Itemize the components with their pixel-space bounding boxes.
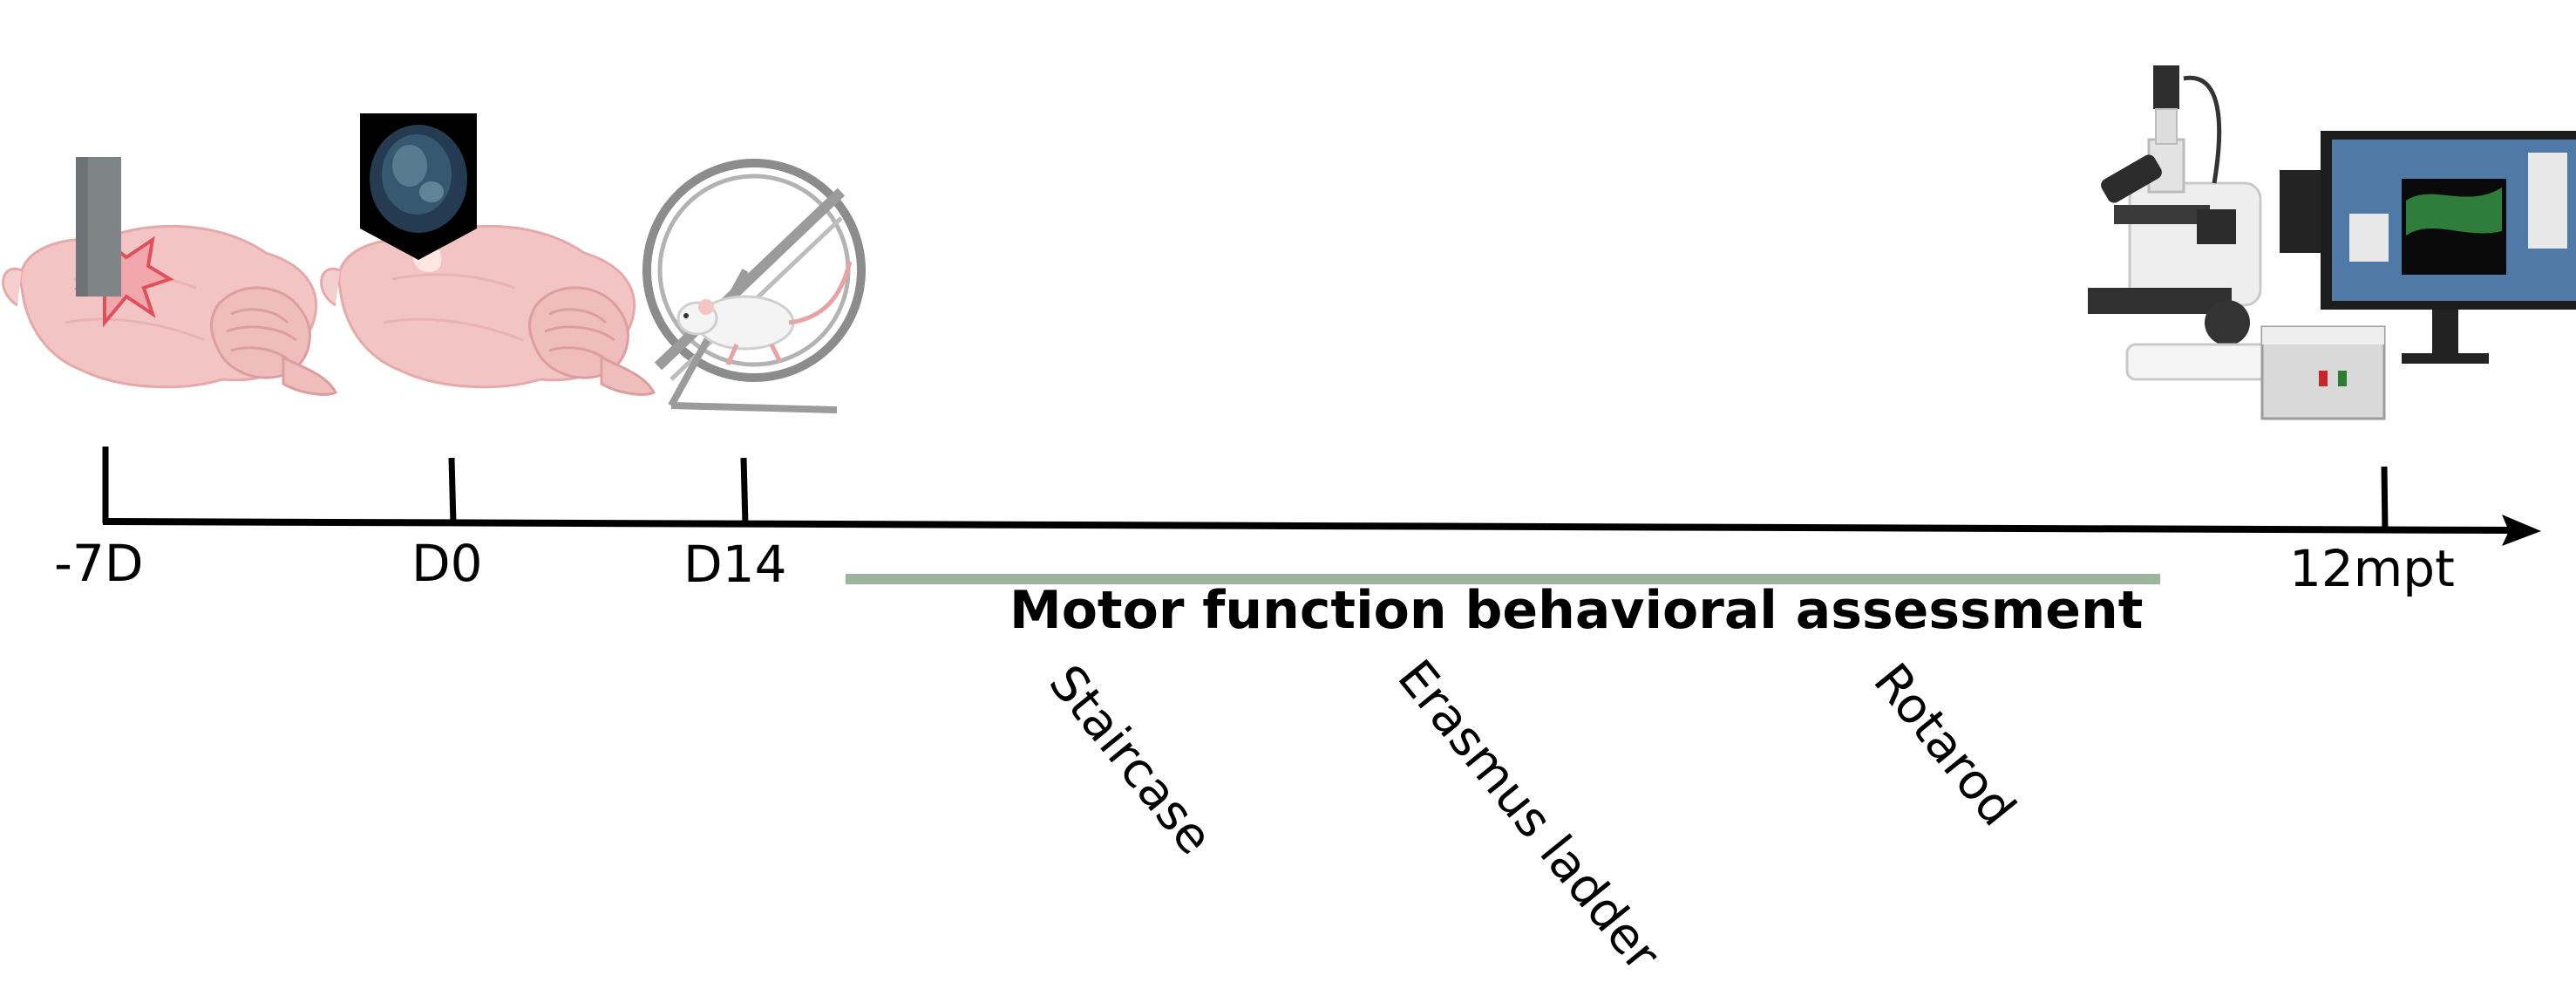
mri-scan-image [360, 113, 477, 260]
tick-label-12mpt: 12mpt [2289, 539, 2455, 598]
tick-mark-12mpt [2381, 466, 2389, 533]
brain-mri-icon [320, 224, 656, 396]
mouse-running-wheel-icon [642, 159, 866, 413]
assessment-title: Motor function behavioral assessment [1009, 580, 2144, 641]
axis-arrowhead [2502, 515, 2541, 546]
timeline-axis [102, 518, 2511, 534]
tick-mark-d0 [448, 457, 457, 525]
tick-label-d0: D0 [411, 534, 483, 593]
brain-lesion-icon [2, 157, 337, 396]
microscope-computer-icon [2088, 65, 2576, 420]
tick-label-minus7d: -7D [54, 534, 144, 593]
tick-mark-d14 [740, 457, 749, 526]
assessment-period-bar [846, 574, 2160, 584]
tick-label-d14: D14 [683, 535, 787, 594]
